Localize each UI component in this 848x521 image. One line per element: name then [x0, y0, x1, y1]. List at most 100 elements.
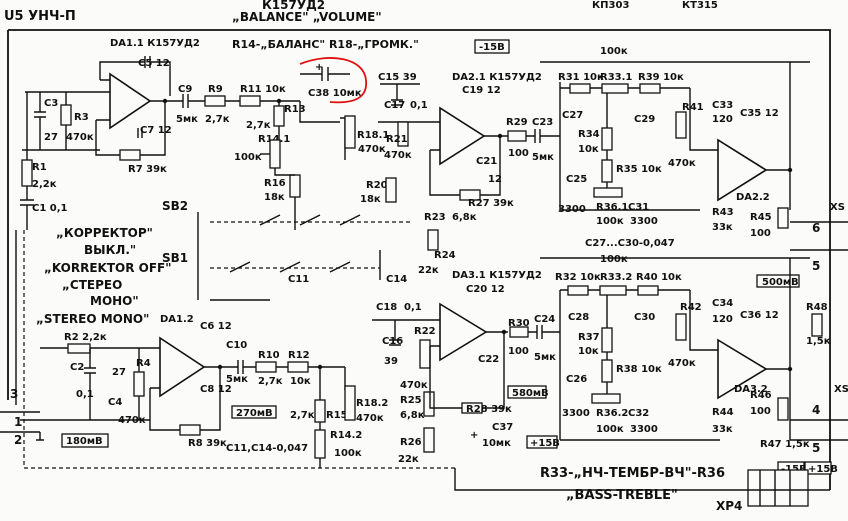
junction [497, 133, 503, 139]
r22-value: 470к [400, 380, 428, 391]
r331-label: R33.1 [600, 72, 632, 83]
da12-feedback [149, 366, 238, 431]
r13-resistor [273, 105, 285, 127]
c5-cap [144, 56, 151, 68]
switch-contacts [229, 214, 361, 273]
r13-r14-wire [274, 101, 296, 230]
r362-label: R36.2 [596, 408, 628, 419]
c17-label: C17 [384, 100, 405, 111]
r46-value: 100 [750, 406, 771, 417]
r4-label: R4 [136, 358, 151, 369]
c16-c18-wire [344, 319, 440, 390]
r44-label: R44 [712, 407, 734, 418]
c24-cap [528, 325, 560, 339]
c10-r10-r12-wire [237, 360, 345, 374]
r23-value: 6,8к [452, 212, 477, 223]
r23-label: R23 [424, 212, 446, 223]
r48-value: 1,5к [806, 336, 831, 347]
r25-label: R25 [400, 395, 422, 406]
r39-label: R39 10к [638, 72, 684, 83]
pin-5a: 5 [812, 259, 820, 273]
r30-resistor [509, 326, 529, 338]
junction [162, 98, 168, 104]
c16-label: C16 [382, 336, 403, 347]
r181-pot [344, 115, 356, 149]
right-connector-wires [790, 221, 848, 441]
r361-label: R36.1 [596, 202, 628, 213]
c15-label: C15 39 [378, 72, 417, 83]
r1-c1-wire [15, 92, 34, 405]
r362-value: 100к [596, 424, 624, 435]
board-frame [7, 29, 831, 490]
c24-value: 5мк [534, 352, 556, 363]
r28-label: R28 39к [466, 404, 512, 415]
c5-wire [99, 61, 171, 96]
pin-6: 6 [812, 221, 820, 235]
op-amp-da22 [717, 138, 768, 202]
pin-2: 2 [14, 433, 22, 447]
r361-pot [593, 187, 623, 198]
r41-value: 470к [668, 158, 696, 169]
r26-value: 22к [398, 454, 419, 465]
r142-pot [314, 429, 326, 459]
c2-value: 0,1 [76, 389, 94, 400]
c34-value: 120 [712, 314, 733, 325]
r13-value: 2,7к [246, 120, 271, 131]
c21-label: C21 [476, 156, 497, 167]
r32-label: R32 10к [555, 272, 601, 283]
r22-label: R22 [414, 326, 436, 337]
c10-label: C10 [226, 340, 247, 351]
r37-label: R37 [578, 332, 600, 343]
r31-resistor [569, 83, 591, 94]
junction [787, 167, 793, 173]
r41-label: R41 [682, 102, 704, 113]
r12-resistor [287, 361, 309, 373]
r15-resistor [314, 399, 326, 423]
r10-resistor [255, 361, 277, 373]
v580-box [507, 385, 547, 399]
r10-label: R10 [258, 350, 280, 361]
r10-value: 2,7к [258, 376, 283, 387]
c7-label: C7 12 [140, 125, 172, 136]
r47-label: R47 1,5к [760, 439, 810, 450]
c31-label: C31 [628, 202, 649, 213]
v270-label: 270мВ [236, 408, 273, 419]
r181-label: R18.1 [357, 130, 389, 141]
r1-value: 2,2к [32, 179, 57, 190]
xp4-dividers [759, 470, 791, 506]
da11-label: DA1.1 К157УД2 [110, 38, 200, 49]
v500-label: 500мВ [762, 277, 799, 288]
c25-value: 3300 [558, 204, 586, 215]
xs-top: XS [830, 202, 845, 213]
r12-value: 10к [290, 376, 311, 387]
c3-value: 27 [44, 132, 58, 143]
r31-label: R31 10к [558, 72, 604, 83]
c26-label: C26 [566, 374, 587, 385]
r331-pot [601, 83, 629, 94]
c25-label: C25 [566, 174, 587, 185]
r35-label: R35 10к [616, 164, 662, 175]
r15-value: 2,7к [290, 410, 315, 421]
r42-label: R42 [680, 302, 702, 313]
c23-value: 5мк [532, 152, 554, 163]
c32-value: 3300 [630, 424, 658, 435]
v580-label: 580мВ [512, 388, 549, 399]
c4-value: 27 [112, 367, 126, 378]
c35-label: C35 12 [740, 108, 779, 119]
r7-resistor [119, 149, 141, 161]
r141-value: 100к [234, 152, 262, 163]
r40-label: R40 10к [636, 272, 682, 283]
r32-resistor [567, 285, 589, 296]
r142-value: 100к [334, 448, 362, 459]
c16-value: 39 [384, 356, 398, 367]
c38-cap [300, 67, 350, 81]
op-amp-da21 [439, 106, 486, 166]
c20-label: C20 12 [466, 284, 505, 295]
c3-label: C3 [44, 98, 58, 109]
r39-resistor [639, 83, 661, 94]
da31-label: DA3.1 К157УД2 [452, 270, 542, 281]
r28-resistor [461, 402, 483, 414]
r24-value: 22к [418, 265, 439, 276]
r25-value: 6,8к [400, 410, 425, 421]
